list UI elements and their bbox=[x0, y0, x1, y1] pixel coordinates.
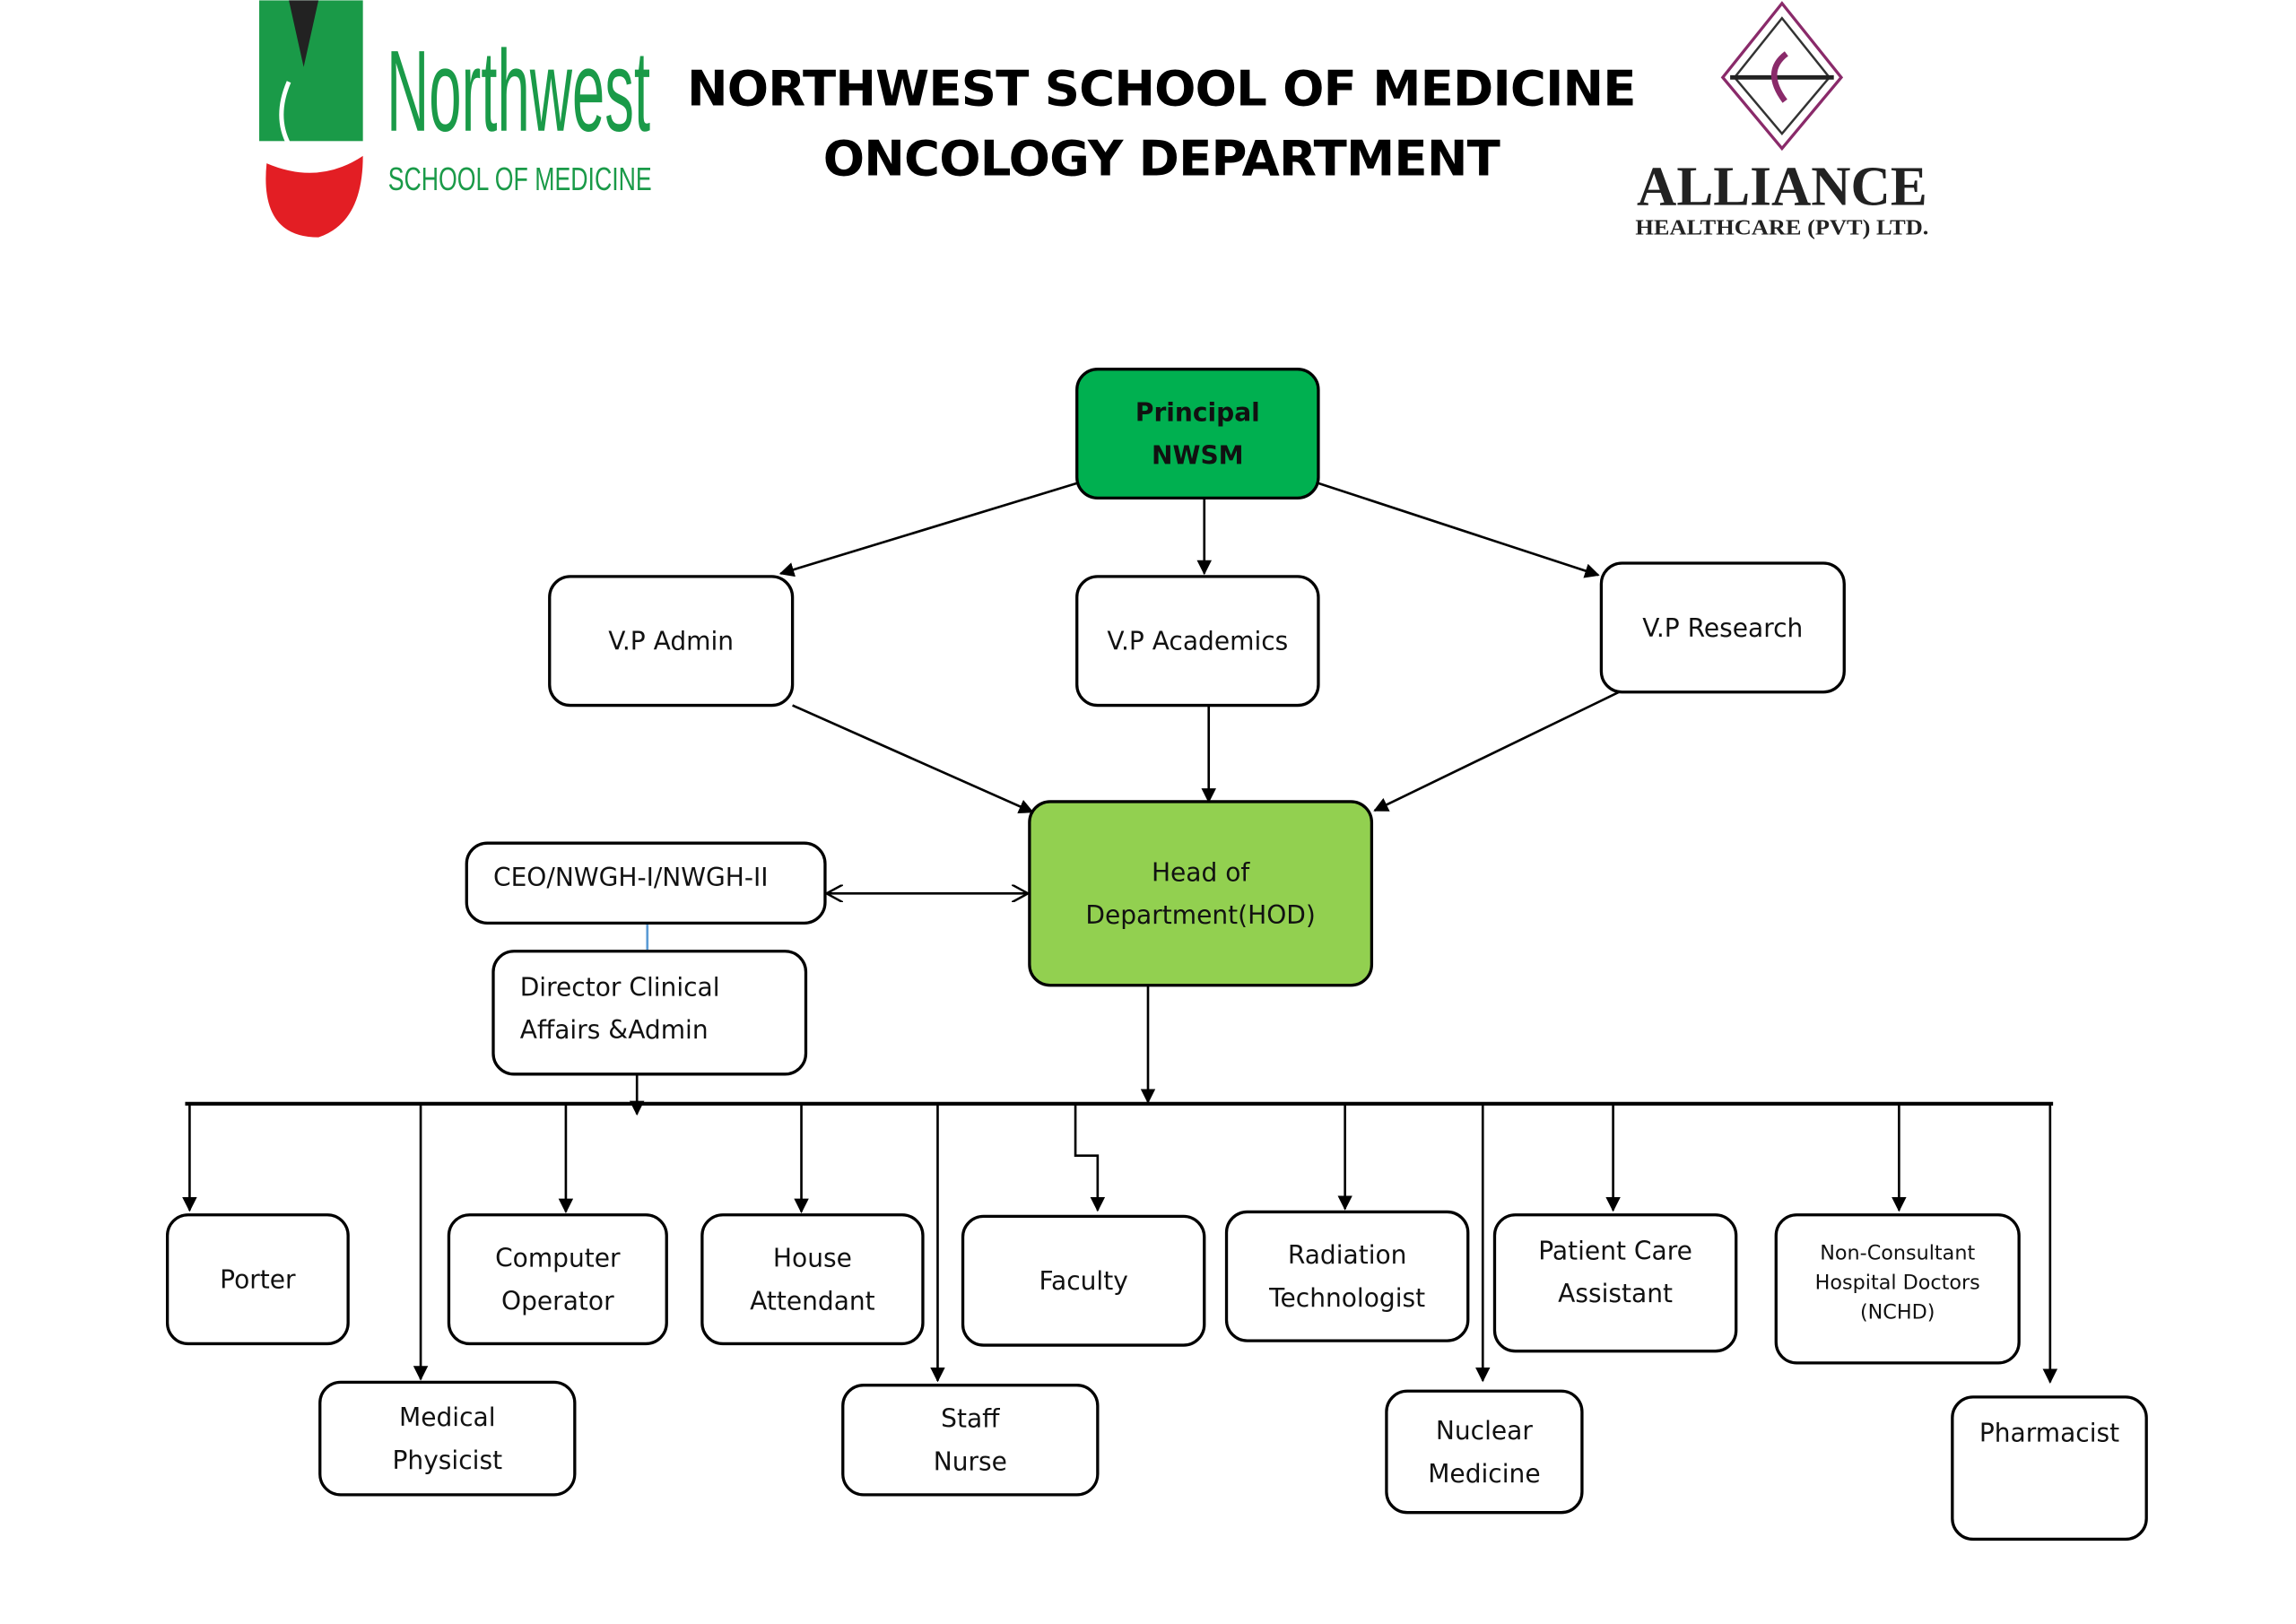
node-box bbox=[548, 575, 795, 708]
node-vp-admin: V.P Admin bbox=[548, 575, 795, 708]
alliance-logo: ALLIANCE HEALTHCARE (PVT) LTD. bbox=[1635, 1, 1928, 239]
node-label: NWSM bbox=[1152, 440, 1244, 470]
node-box bbox=[961, 1214, 1206, 1347]
node-label: Hospital Doctors bbox=[1815, 1271, 1980, 1294]
node-label: Radiation bbox=[1288, 1240, 1407, 1270]
node-box bbox=[491, 950, 808, 1076]
node-label: V.P Academics bbox=[1107, 627, 1288, 656]
node-label: Patient Care bbox=[1538, 1236, 1692, 1265]
node-box bbox=[841, 1384, 1100, 1497]
node-box bbox=[1224, 1210, 1470, 1342]
page-title-line1: NORTHWEST SCHOOL OF MEDICINE bbox=[687, 60, 1636, 117]
node-label: Faculty bbox=[1039, 1266, 1127, 1296]
node-label: Nuclear bbox=[1436, 1416, 1533, 1446]
node-label: Principal bbox=[1135, 397, 1260, 427]
node-label: Affairs &Admin bbox=[520, 1015, 709, 1045]
node-label: Head of bbox=[1152, 857, 1250, 887]
node-label: Attendant bbox=[750, 1286, 875, 1316]
node-box bbox=[1492, 1213, 1738, 1353]
node-box bbox=[1075, 575, 1320, 708]
node-box bbox=[1385, 1389, 1584, 1515]
northwest-logo-text: Northwest bbox=[387, 27, 650, 156]
node-label: (NCHD) bbox=[1860, 1300, 1935, 1324]
node-label: House bbox=[773, 1244, 852, 1273]
page-title-line2: ONCOLOGY DEPARTMENT bbox=[823, 129, 1500, 187]
node-porter: Porter bbox=[165, 1213, 350, 1346]
node-vp-academics: V.P Academics bbox=[1075, 575, 1320, 708]
node-label: Medicine bbox=[1428, 1459, 1540, 1489]
node-box bbox=[700, 1213, 925, 1346]
node-box bbox=[1774, 1213, 2021, 1365]
node-label: Department(HOD) bbox=[1085, 900, 1316, 930]
node-label: V.P Research bbox=[1642, 613, 1803, 643]
connectors bbox=[182, 482, 2058, 1385]
node-label: V.P Admin bbox=[608, 627, 734, 656]
node-box bbox=[165, 1213, 350, 1346]
node-box bbox=[1028, 800, 1374, 987]
node-label: Non-Consultant bbox=[1820, 1241, 1975, 1264]
node-ceo: CEO/NWGH-I/NWGH-II bbox=[465, 841, 827, 925]
node-pharmacist: Pharmacist bbox=[1951, 1395, 2148, 1541]
northwest-logo: Northwest SCHOOL OF MEDICINE bbox=[259, 0, 652, 238]
node-vp-research: V.P Research bbox=[1599, 561, 1846, 694]
node-label: Computer bbox=[495, 1244, 621, 1273]
node-label: Nurse bbox=[934, 1447, 1007, 1477]
node-label: Assistant bbox=[1558, 1279, 1673, 1308]
node-hod: Head of Department(HOD) bbox=[1028, 800, 1374, 987]
node-box bbox=[318, 1380, 577, 1497]
node-faculty: Faculty bbox=[961, 1214, 1206, 1347]
node-label: Pharmacist bbox=[1979, 1418, 2119, 1447]
node-label: Porter bbox=[220, 1264, 296, 1294]
node-box bbox=[1951, 1395, 2148, 1541]
node-label: Director Clinical bbox=[520, 972, 720, 1002]
node-label: Operator bbox=[501, 1286, 614, 1316]
node-box bbox=[465, 841, 827, 925]
node-label: Staff bbox=[941, 1404, 1000, 1434]
node-label: Medical bbox=[399, 1403, 496, 1432]
node-label: Physicist bbox=[392, 1446, 502, 1475]
node-box bbox=[447, 1213, 668, 1346]
node-label: Technologist bbox=[1268, 1283, 1425, 1313]
northwest-logo-subtitle: SCHOOL OF MEDICINE bbox=[388, 161, 652, 197]
node-box bbox=[1599, 561, 1846, 694]
node-label: CEO/NWGH-I/NWGH-II bbox=[493, 863, 769, 892]
alliance-logo-text: ALLIANCE bbox=[1637, 154, 1927, 217]
alliance-logo-subtitle: HEALTHCARE (PVT) LTD. bbox=[1635, 215, 1928, 239]
node-box bbox=[1075, 368, 1320, 500]
